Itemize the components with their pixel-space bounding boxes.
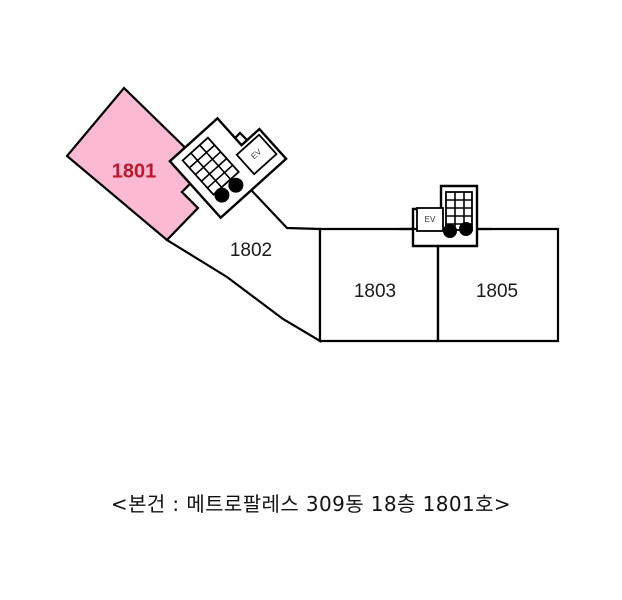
core-left-dot-1 xyxy=(214,187,230,203)
elevator-box-right[interactable] xyxy=(416,207,444,232)
core-right-group: EV xyxy=(411,184,479,248)
unit-label-1803: 1803 xyxy=(354,281,396,302)
core-left-dot-2 xyxy=(228,177,244,193)
stair-icon-frame-left xyxy=(181,136,240,196)
elevator-label-right: EV xyxy=(425,215,436,224)
stair-icon-frame-right xyxy=(445,191,473,231)
unit-label-1805: 1805 xyxy=(476,281,518,302)
core-right-dot-1 xyxy=(443,224,457,238)
unit-label-1802: 1802 xyxy=(230,240,272,261)
unit-label-1801: 1801 xyxy=(112,160,157,182)
caption-text: <본건 : 메트로팔레스 309동 18층 1801호> xyxy=(110,492,512,516)
stair-icon-left xyxy=(188,144,234,189)
elevator-box-left[interactable] xyxy=(235,133,278,176)
core-left-group: EV xyxy=(168,116,288,220)
caption-bar: <본건 : 메트로팔레스 309동 18층 1801호> xyxy=(0,488,622,517)
core-right-dot-2 xyxy=(459,222,473,236)
